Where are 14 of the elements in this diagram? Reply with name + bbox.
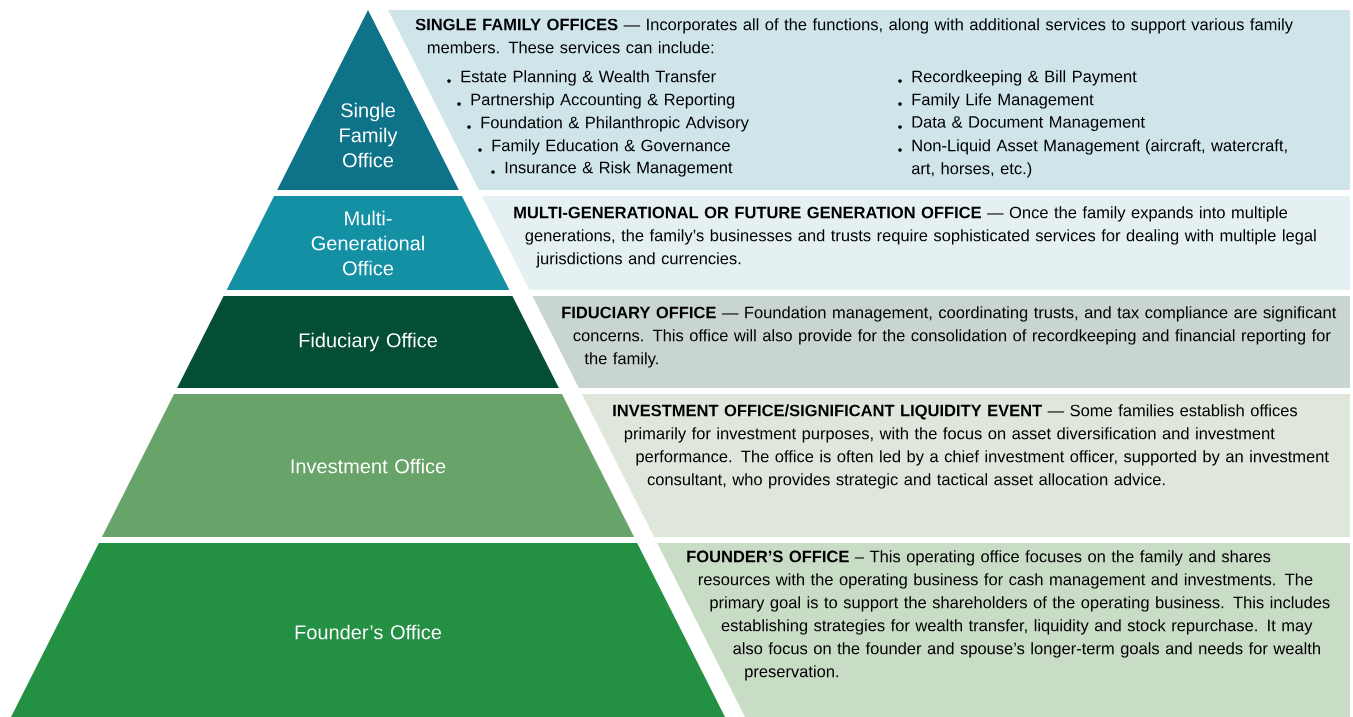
description-band: FOUNDER’S OFFICE – This operating office focuses on the family and shares resources with the operating business for cash management and investments. The primary goal is to support the shareholders of the operating business. This includes establishing strategies for wealth transfer, liquidity and stock repurchase. It may also focus on the founder and spouse’s longer-term goals and needs for wealth preservation.: [657, 543, 1350, 717]
bullet-item: Foundation & Philanthropic Advisory: [467, 116, 749, 132]
bullet-item: Recordkeeping & Bill Payment: [898, 70, 1137, 86]
bullet-item: Family Education & Governance: [478, 139, 730, 155]
description-band: MULTI-GENERATIONAL OR FUTURE GENERATION OFFICE — Once the family expands into multiple generations, the family’s businesses and trusts require sophisticated services for dealing with multiple legal jurisdictions and currencies.: [481, 196, 1350, 290]
bullet-item: Non-Liquid Asset Management (aircraft, watercraft, art, horses, etc.): [898, 139, 1287, 178]
bullet-item: Data & Document Management: [898, 116, 1145, 132]
pyramid-tier: Fiduciary Office: [177, 296, 559, 388]
description-band: FIDUCIARY OFFICE — Foundation management, coordinating trusts, and tax compliance are significant concerns. This office will also provide for the consolidation of recordkeeping and financial reporting for the family.: [532, 296, 1350, 388]
bullet-item: Family Life Management: [898, 93, 1094, 109]
description-band: INVESTMENT OFFICE/SIGNIFICANT LIQUIDITY EVENT — Some families establish offices primarily for investment purposes, with the focus on asset diversification and investment performance. The office is often led by a chief investment officer, supported by an investment consultant, who provides strategic and tactical asset allocation advice.: [581, 394, 1350, 537]
pyramid-tier: Multi-Generational Office: [226, 196, 510, 290]
bullet-item: Partnership Accounting & Reporting: [457, 93, 735, 109]
bullet-item: Insurance & Risk Management: [491, 161, 733, 177]
